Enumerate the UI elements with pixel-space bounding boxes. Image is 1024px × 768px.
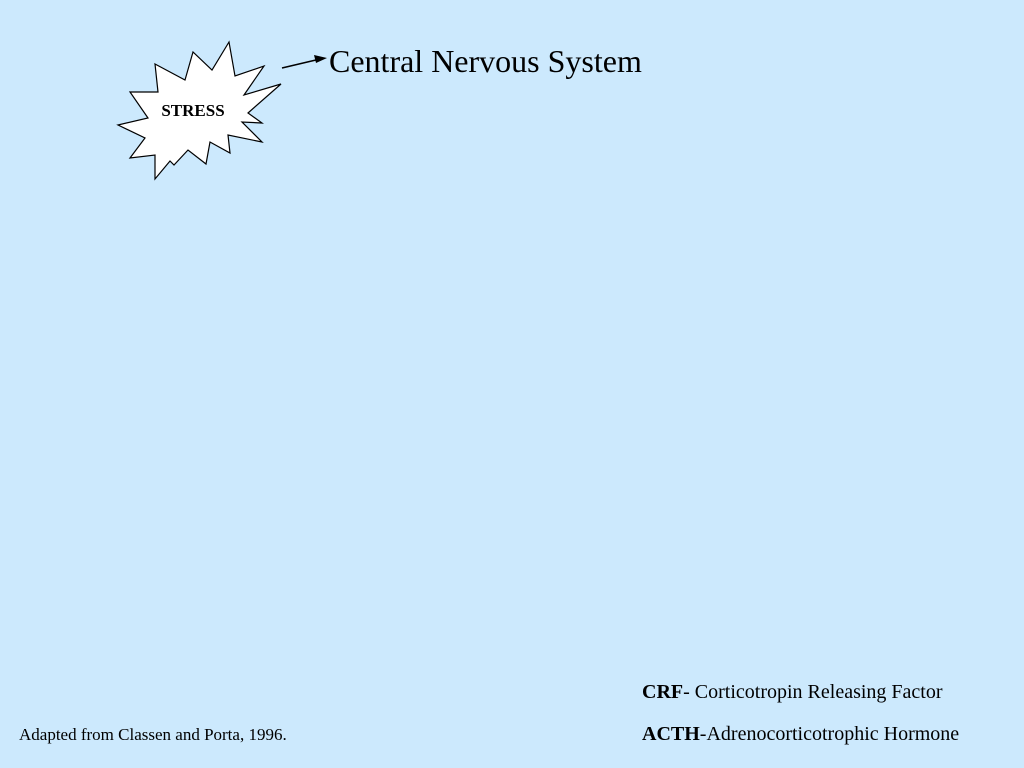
arrowhead: [314, 55, 327, 63]
central-nervous-system-label: Central Nervous System: [329, 43, 642, 79]
glossary-item-acth: ACTH-Adrenocorticotrophic Hormone: [642, 720, 959, 748]
stress-label: STRESS: [161, 101, 225, 120]
glossary-separator: -: [683, 681, 695, 703]
glossary-separator: -: [699, 723, 707, 745]
glossary-abbr: ACTH: [642, 723, 700, 745]
glossary-abbr: CRF: [642, 681, 684, 703]
stress-starburst: [116, 40, 282, 181]
source-citation: Adapted from Classen and Porta, 1996.: [19, 725, 287, 744]
stress-to-cns-arrow: [281, 58, 319, 69]
glossary-definition: Corticotropin Releasing Factor: [694, 681, 943, 703]
glossary-item-crf: CRF- Corticotropin Releasing Factor: [642, 678, 959, 706]
glossary-definition: Adrenocorticotrophic Hormone: [706, 723, 960, 745]
abbreviation-glossary: CRF- Corticotropin Releasing Factor ACTH…: [642, 678, 959, 748]
